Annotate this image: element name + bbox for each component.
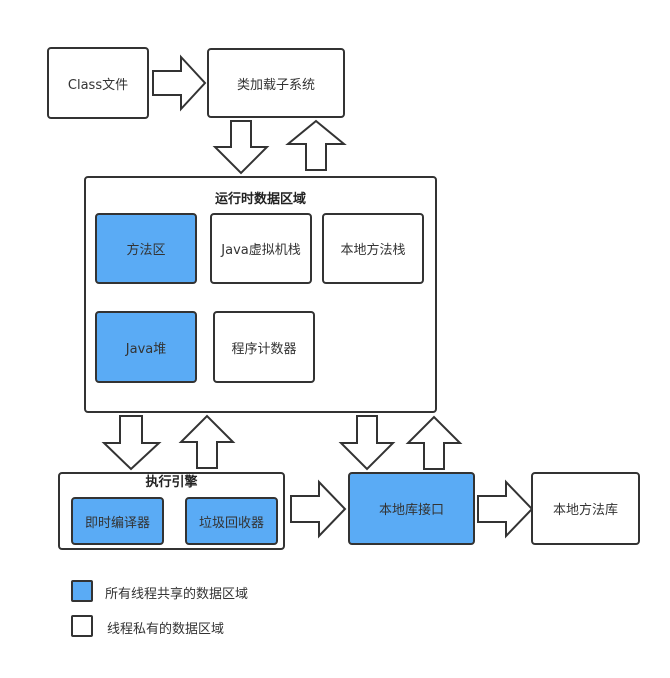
arrow-class-to-loader: [152, 54, 207, 112]
arrow-runtime-to-native: [338, 415, 396, 471]
arrow-runtime-to-loader: [285, 119, 347, 171]
program-counter-node: 程序计数器: [213, 311, 315, 383]
garbage-collector-node: 垃圾回收器: [185, 497, 278, 545]
class-loader-label: 类加载子系统: [236, 77, 315, 93]
native-interface-node: 本地库接口: [348, 472, 475, 545]
arrow-loader-to-runtime: [212, 120, 270, 175]
java-heap-label: Java堆: [125, 341, 167, 357]
class-file-label: Class文件: [67, 77, 129, 93]
arrow-native-to-runtime: [405, 415, 463, 470]
garbage-collector-label: 垃圾回收器: [198, 515, 264, 531]
arrow-engine-to-runtime: [178, 414, 236, 469]
native-method-stack-node: 本地方法栈: [322, 213, 424, 284]
jit-compiler-node: 即时编译器: [71, 497, 164, 545]
class-file-node: Class文件: [47, 47, 149, 119]
java-stack-node: Java虚拟机栈: [210, 213, 312, 284]
class-loader-node: 类加载子系统: [207, 48, 345, 118]
runtime-data-area-title: 运行时数据区域: [214, 192, 306, 207]
java-heap-node: Java堆: [95, 311, 197, 383]
jit-compiler-label: 即时编译器: [84, 515, 150, 531]
legend-shared-swatch: [71, 580, 93, 602]
legend-shared-label: 所有线程共享的数据区域: [105, 587, 249, 602]
execution-engine-title: 执行引擎: [145, 475, 198, 490]
native-library-node: 本地方法库: [531, 472, 640, 545]
arrow-engine-to-native: [290, 479, 347, 539]
java-stack-label: Java虚拟机栈: [221, 243, 301, 258]
legend-private-swatch: [71, 615, 93, 637]
method-area-label: 方法区: [126, 243, 166, 258]
legend-private-label: 线程私有的数据区域: [107, 622, 225, 637]
method-area-node: 方法区: [95, 213, 197, 284]
arrow-runtime-to-engine: [101, 415, 162, 471]
program-counter-label: 程序计数器: [231, 341, 297, 357]
native-library-label: 本地方法库: [552, 503, 618, 518]
arrow-native-to-library: [477, 479, 534, 539]
native-method-stack-label: 本地方法栈: [340, 243, 406, 258]
native-interface-label: 本地库接口: [378, 503, 444, 518]
